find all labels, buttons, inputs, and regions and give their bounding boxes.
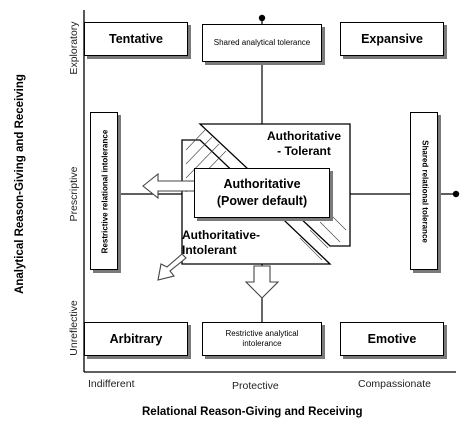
- tolerant-line2: - Tolerant: [277, 144, 331, 158]
- tentative-label: Tentative: [109, 32, 163, 46]
- emotive-box: Emotive: [340, 322, 444, 356]
- shared-analytical-label: Shared analytical tolerance: [213, 38, 311, 47]
- authoritative-intolerant-label: Authoritative- Intolerant: [182, 228, 282, 258]
- arbitrary-label: Arbitrary: [109, 332, 163, 346]
- y-tick-prescriptive: Prescriptive: [68, 166, 80, 222]
- emotive-label: Emotive: [367, 332, 417, 346]
- restrictive-relational-box: Restrictive relational intolerance: [90, 112, 118, 270]
- shared-relational-box: Shared relational tolerance: [410, 112, 438, 270]
- tolerant-line1: Authoritative: [266, 129, 341, 143]
- center-line2: (Power default): [216, 194, 308, 208]
- expansive-box: Expansive: [340, 22, 444, 56]
- arbitrary-box: Arbitrary: [84, 322, 188, 356]
- authoritative-tolerant-label: Authoritative - Tolerant: [252, 129, 356, 159]
- intolerant-line1: Authoritative-: [182, 228, 260, 242]
- shared-relational-label: Shared relational tolerance: [420, 140, 430, 243]
- intolerant-line2: Intolerant: [182, 243, 237, 257]
- restrictive-relational-label: Restrictive relational intolerance: [100, 129, 110, 254]
- x-tick-protective: Protective: [232, 380, 279, 392]
- down-hollow-arrow: [244, 265, 280, 299]
- center-line1: Authoritative: [223, 177, 301, 191]
- restrictive-analytical-label: Restrictive analytical intolerance: [225, 329, 299, 348]
- shared-analytical-box: Shared analytical tolerance: [202, 24, 322, 62]
- top-endpoint-dot: [258, 14, 266, 22]
- x-tick-compassionate: Compassionate: [358, 378, 431, 390]
- x-axis-title: Relational Reason-Giving and Receiving: [142, 406, 363, 418]
- y-tick-unreflective: Unreflective: [68, 300, 80, 356]
- y-tick-exploratory: Exploratory: [68, 21, 80, 75]
- x-tick-indifferent: Indifferent: [88, 378, 135, 390]
- tentative-box: Tentative: [84, 22, 188, 56]
- downleft-hollow-arrow: [157, 253, 187, 281]
- authoritative-power-default-box: Authoritative (Power default): [194, 168, 330, 218]
- right-endpoint-dot: [452, 190, 460, 198]
- restrictive-analytical-box: Restrictive analytical intolerance: [202, 322, 322, 356]
- y-axis-title: Analytical Reason-Giving and Receiving: [14, 74, 26, 294]
- expansive-label: Expansive: [361, 32, 423, 46]
